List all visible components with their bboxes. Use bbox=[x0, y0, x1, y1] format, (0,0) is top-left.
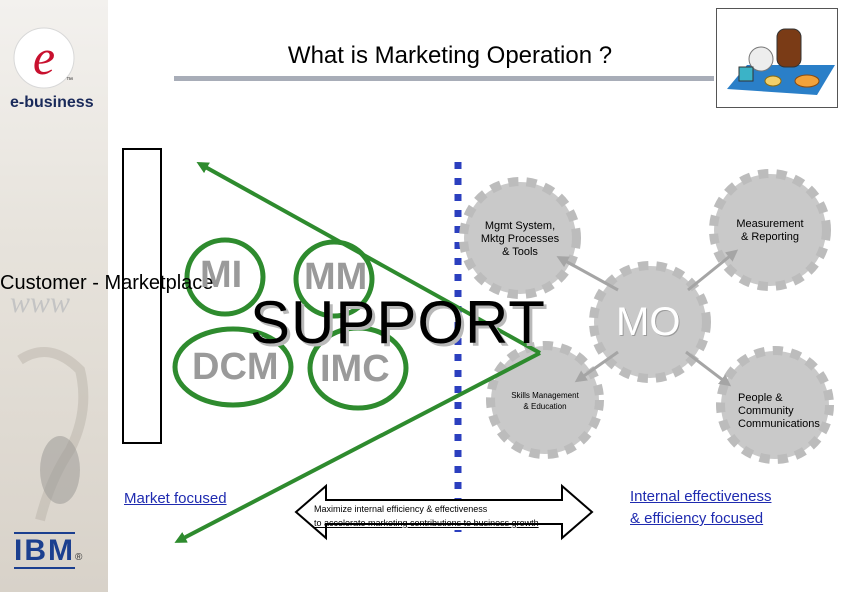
dcm-label: DCM bbox=[192, 346, 279, 388]
gear-label-tools-line: Mgmt System, bbox=[484, 220, 556, 232]
coffee-tray-icon bbox=[727, 28, 835, 95]
gear-label-measurement: Measurement & Reporting bbox=[720, 218, 820, 244]
logo-disc bbox=[13, 27, 75, 89]
mouse-watermark-icon bbox=[40, 436, 80, 504]
cup-shape bbox=[738, 66, 754, 82]
page-title: What is Marketing Operation ? bbox=[287, 42, 613, 69]
coffee-pot-shape bbox=[776, 28, 802, 68]
gear-top-left bbox=[459, 177, 581, 299]
mi-label: MI bbox=[200, 254, 243, 296]
mm-label: MM bbox=[304, 256, 368, 298]
arrow-to-top-left bbox=[196, 162, 541, 355]
market-focused-link[interactable]: Market focused bbox=[124, 490, 227, 507]
gear-center-mo bbox=[589, 261, 711, 383]
gear-label-tools-line: & Tools bbox=[502, 246, 538, 258]
internal-focus-line[interactable]: & efficiency focused bbox=[630, 510, 764, 527]
arrow-to-bottom-left bbox=[174, 351, 541, 543]
bubble-mm bbox=[293, 239, 375, 319]
trademark-mark: ™ bbox=[66, 77, 73, 84]
ibm-logo-text: IBM bbox=[14, 532, 75, 569]
internal-focus-link[interactable]: Internal effectiveness & efficiency focu… bbox=[630, 486, 771, 530]
gear-label-tools: Mgmt System, Mktg Processes & Tools bbox=[470, 220, 570, 259]
efficiency-arrow-line: to accelerate marketing contributions to… bbox=[314, 518, 539, 528]
teapot-shape bbox=[748, 46, 774, 72]
coffee-clipart bbox=[716, 8, 838, 108]
gear-label-measurement-line: & Reporting bbox=[740, 231, 800, 243]
gear-label-people-line: Community bbox=[738, 405, 794, 417]
gear-label-skills-line: Skills Management bbox=[511, 391, 579, 400]
gear-bottom-left bbox=[486, 341, 604, 459]
gear-label-people-line: Communications bbox=[738, 418, 820, 430]
brand-sidebar: e ™ www bbox=[0, 0, 108, 592]
efficiency-arrow-line: Maximize internal efficiency & effective… bbox=[314, 504, 488, 514]
arrow-mo-to-people bbox=[685, 350, 732, 387]
arrow-mo-to-measurement bbox=[687, 249, 739, 292]
gear-label-skills: Skills Management & Education bbox=[500, 390, 590, 412]
gear-label-people: People & Community Communications bbox=[738, 392, 828, 431]
bubble-imc bbox=[307, 325, 409, 411]
registered-mark: ® bbox=[75, 552, 85, 563]
www-watermark: www bbox=[10, 286, 70, 319]
gear-label-skills-line: & Education bbox=[523, 402, 567, 411]
arrow-mo-to-skills bbox=[574, 350, 619, 383]
efficiency-double-arrow bbox=[294, 483, 594, 541]
ebusiness-label: e-business bbox=[10, 94, 94, 111]
sidebar-graphic: e ™ www bbox=[10, 27, 89, 522]
gear-top-right bbox=[709, 169, 831, 291]
ibm-logo: IBM® bbox=[14, 532, 85, 569]
support-label: SUPPORT bbox=[250, 289, 546, 356]
mo-label: MO bbox=[616, 300, 681, 344]
arrow-mo-to-tools bbox=[556, 256, 619, 292]
title-underline bbox=[174, 76, 714, 81]
croissant-shape bbox=[794, 74, 820, 88]
bubble-dcm bbox=[172, 326, 294, 408]
efficiency-arrow-text: Maximize internal efficiency & effective… bbox=[314, 502, 539, 530]
e-logo-icon: e bbox=[33, 29, 55, 85]
imc-label: IMC bbox=[320, 348, 390, 390]
customer-marketplace-label: Customer - Marketplace bbox=[0, 272, 214, 294]
gear-label-tools-line: Mktg Processes bbox=[480, 233, 560, 245]
pastry-shape bbox=[764, 75, 782, 87]
internal-focus-line[interactable]: Internal effectiveness bbox=[630, 488, 772, 505]
customer-box bbox=[122, 148, 162, 444]
gear-label-people-line: People & bbox=[738, 392, 783, 404]
bubble-mi bbox=[184, 237, 266, 317]
gear-label-measurement-line: Measurement bbox=[736, 218, 804, 230]
gear-bottom-right bbox=[716, 346, 834, 464]
